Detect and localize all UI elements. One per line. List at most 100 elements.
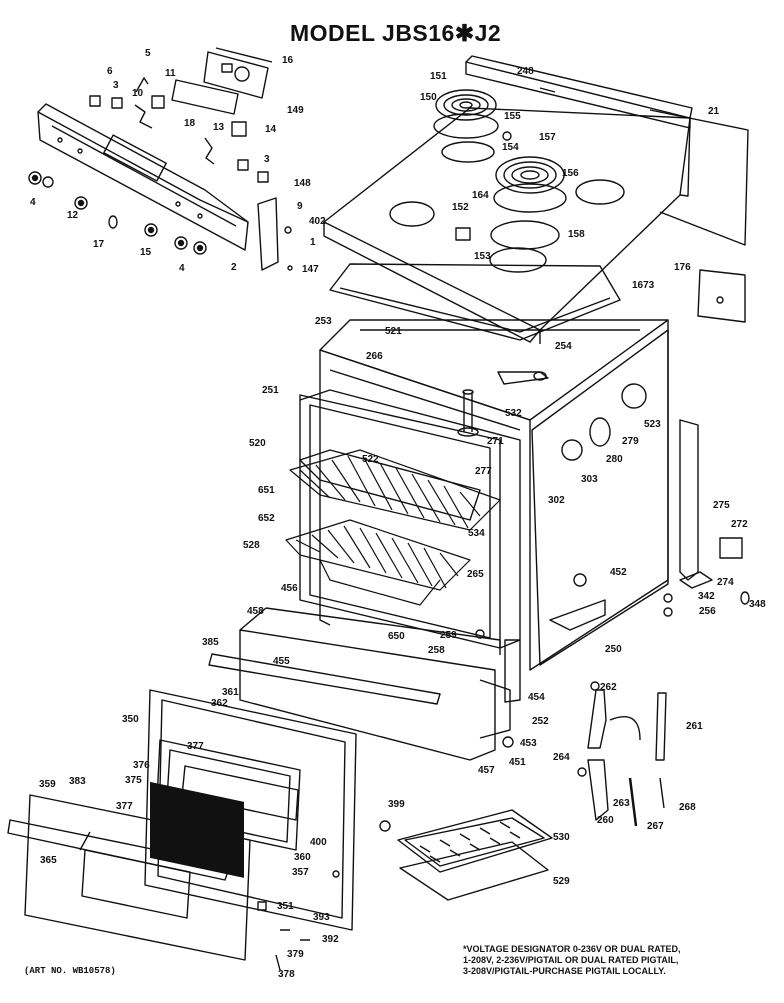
part-label: 15	[140, 247, 152, 258]
part-label: 1673	[632, 280, 655, 291]
part-label: 456	[281, 583, 298, 594]
part-label: 265	[467, 569, 484, 580]
misc-fasteners	[79, 629, 514, 971]
part-label: 164	[472, 190, 489, 201]
hinges	[577, 681, 667, 827]
part-label: 260	[597, 815, 614, 826]
part-label: 520	[249, 438, 266, 449]
part-label: 385	[202, 637, 219, 648]
part-label: 256	[699, 606, 716, 617]
part-label: 650	[388, 631, 405, 642]
part-label: 157	[539, 132, 556, 143]
part-label: 521	[385, 326, 402, 337]
part-label: 529	[553, 876, 570, 887]
part-label: 251	[262, 385, 279, 396]
part-label: 6	[107, 66, 113, 77]
part-label: 528	[243, 540, 260, 551]
part-label: 348	[749, 599, 766, 610]
part-label: 18	[184, 118, 196, 129]
part-label: 451	[509, 757, 526, 768]
part-label: 274	[717, 577, 734, 588]
part-label: 455	[273, 656, 290, 667]
art-number: (ART NO. WB10578)	[24, 966, 116, 976]
door-frame	[239, 607, 521, 761]
bake-element	[299, 449, 481, 521]
part-label: 158	[568, 229, 585, 240]
part-label: 280	[606, 454, 623, 465]
part-label: 259	[440, 630, 457, 641]
voltage-note-line: 1-208V, 2-236V/PIGTAIL OR DUAL RATED PIG…	[463, 955, 679, 965]
part-label: 253	[315, 316, 332, 327]
part-label: 275	[713, 500, 730, 511]
part-label: 361	[222, 687, 239, 698]
part-label: 452	[610, 567, 627, 578]
part-label: 17	[93, 239, 105, 250]
part-label: 350	[122, 714, 139, 725]
part-label: 392	[322, 934, 339, 945]
part-label: 176	[674, 262, 691, 273]
part-label: 2	[231, 262, 237, 273]
clock-and-lens	[171, 47, 273, 115]
part-label: 155	[504, 111, 521, 122]
rear-brace	[663, 419, 750, 617]
side-bracket	[257, 197, 293, 271]
part-label: 534	[468, 528, 485, 539]
part-label: 151	[430, 71, 447, 82]
part-label: 377	[116, 801, 133, 812]
part-label: 523	[644, 419, 661, 430]
part-label: 150	[420, 92, 437, 103]
voltage-note: *VOLTAGE DESIGNATOR 0-236V OR DUAL RATED…	[463, 944, 779, 977]
part-label: 365	[40, 855, 57, 866]
part-label: 399	[388, 799, 405, 810]
part-label: 9	[297, 201, 303, 212]
part-label: 364	[152, 843, 169, 854]
part-label: 458	[247, 606, 264, 617]
part-label: 375	[125, 775, 142, 786]
part-label: 148	[294, 178, 311, 189]
part-label: 153	[474, 251, 491, 262]
surface-units	[433, 89, 567, 273]
part-label: 4	[30, 197, 36, 208]
part-label: 262	[600, 682, 617, 693]
part-label: 302	[548, 495, 565, 506]
part-label: 279	[622, 436, 639, 447]
part-label: 152	[452, 202, 469, 213]
part-label: 250	[605, 644, 622, 655]
part-label: 268	[679, 802, 696, 813]
part-label: 21	[708, 106, 720, 117]
vent-tube	[457, 389, 479, 437]
part-label: 377	[187, 741, 204, 752]
part-label: 266	[366, 351, 383, 362]
part-label: 402	[309, 216, 326, 227]
cooktop	[323, 107, 691, 344]
part-label: 258	[428, 645, 445, 656]
switches	[89, 77, 269, 183]
part-label: 16	[282, 55, 294, 66]
part-label: 359	[39, 779, 56, 790]
part-label: 154	[502, 142, 519, 153]
part-label: 11	[165, 68, 176, 79]
control-knobs	[28, 171, 207, 255]
part-label: 454	[528, 692, 545, 703]
part-label: 5	[145, 48, 151, 59]
part-label: 12	[67, 210, 79, 221]
part-label: 267	[647, 821, 664, 832]
diagram-title: MODEL JBS16✱J2	[290, 20, 502, 46]
part-label: 651	[258, 485, 275, 496]
part-label: 357	[292, 867, 309, 878]
part-label: 10	[132, 88, 144, 99]
part-label: 3	[264, 154, 270, 165]
part-label: 393	[313, 912, 330, 923]
part-label: 379	[287, 949, 304, 960]
door-handle	[208, 653, 441, 705]
part-label: 1	[310, 237, 316, 248]
part-label: 362	[211, 698, 228, 709]
part-label: 400	[310, 837, 327, 848]
part-label: 652	[258, 513, 275, 524]
oven-cavity	[299, 394, 501, 649]
broiler-pan	[397, 809, 553, 901]
part-label: 271	[487, 436, 504, 447]
part-label: 156	[562, 168, 579, 179]
part-label: 530	[553, 832, 570, 843]
